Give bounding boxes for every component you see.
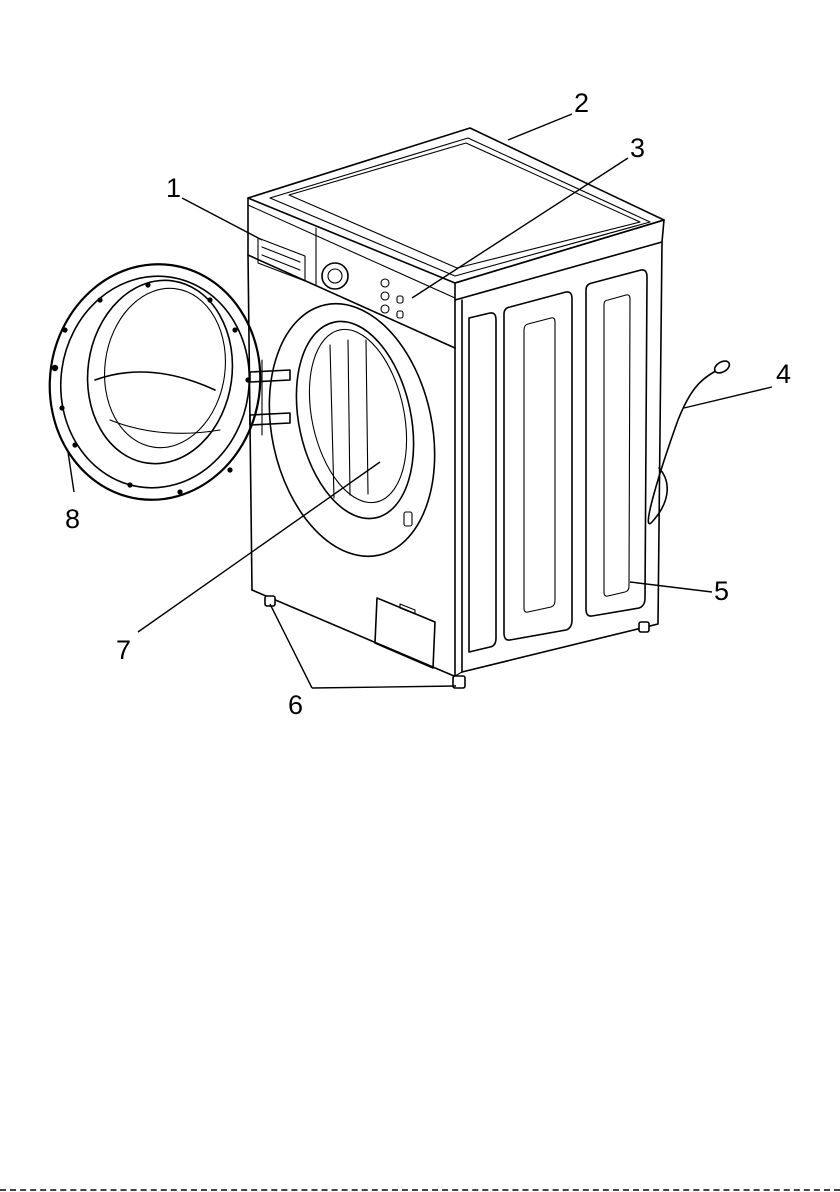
service-hatch <box>375 598 435 668</box>
callout-4: 4 <box>776 359 791 389</box>
callout-5: 5 <box>714 576 729 606</box>
callout-8: 8 <box>65 504 80 534</box>
detergent-drawer <box>258 238 305 281</box>
side-panels <box>469 270 647 652</box>
callout-2: 2 <box>574 88 589 118</box>
callout-3: 3 <box>630 133 645 163</box>
callout-6: 6 <box>288 690 303 720</box>
callout-7: 7 <box>116 635 131 665</box>
callout-1: 1 <box>166 173 181 203</box>
page-edge-rule <box>0 1189 840 1191</box>
door-opening <box>247 288 457 572</box>
machine-body <box>248 128 664 676</box>
feet <box>265 596 649 688</box>
